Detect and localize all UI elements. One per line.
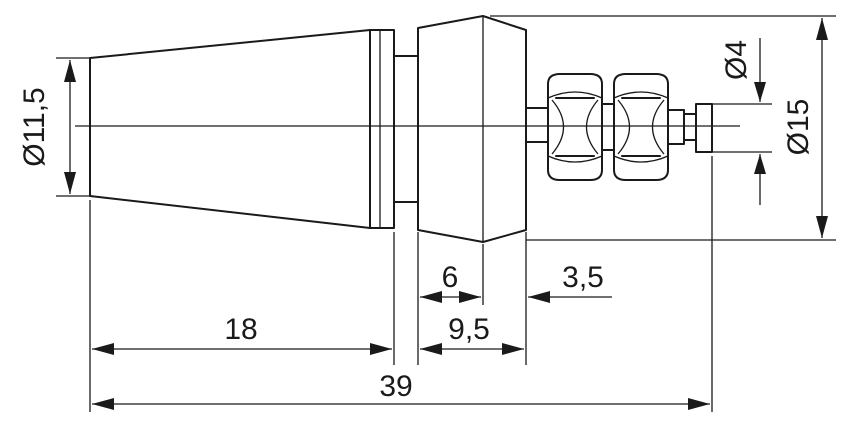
dim-length-6: 6: [420, 261, 481, 303]
dim-diameter-11-5: Ø11,5: [18, 57, 90, 197]
hex-nut-right: [613, 73, 669, 181]
dim-label-dia-11-5: Ø11,5: [18, 87, 51, 167]
dim-label-6: 6: [442, 261, 459, 294]
tapered-sleeve: [89, 29, 371, 229]
neck: [393, 55, 419, 203]
part-body: [89, 15, 713, 243]
dim-diameter-15: Ø15: [782, 18, 828, 238]
dim-label-18: 18: [224, 313, 257, 346]
dim-label-dia-15: Ø15: [782, 99, 815, 156]
dim-length-18: 18: [92, 313, 392, 355]
threaded-stem: [525, 107, 549, 143]
collar: [417, 15, 527, 243]
washer: [601, 103, 615, 151]
dim-label-3-5: 3,5: [562, 261, 604, 294]
dim-label-39: 39: [379, 370, 412, 403]
dim-length-9-5: 9,5: [420, 313, 524, 355]
dim-length-39: 39: [92, 370, 710, 410]
dim-label-9-5: 9,5: [448, 313, 490, 346]
hex-nut-left: [547, 73, 603, 181]
dim-label-dia-4: Ø4: [720, 40, 753, 80]
dim-diameter-4: Ø4: [720, 38, 766, 205]
dim-length-3-5: 3,5: [528, 261, 612, 303]
tip-pin: [667, 103, 713, 153]
extension-lines: [89, 15, 836, 412]
sleeve-step: [369, 29, 395, 229]
